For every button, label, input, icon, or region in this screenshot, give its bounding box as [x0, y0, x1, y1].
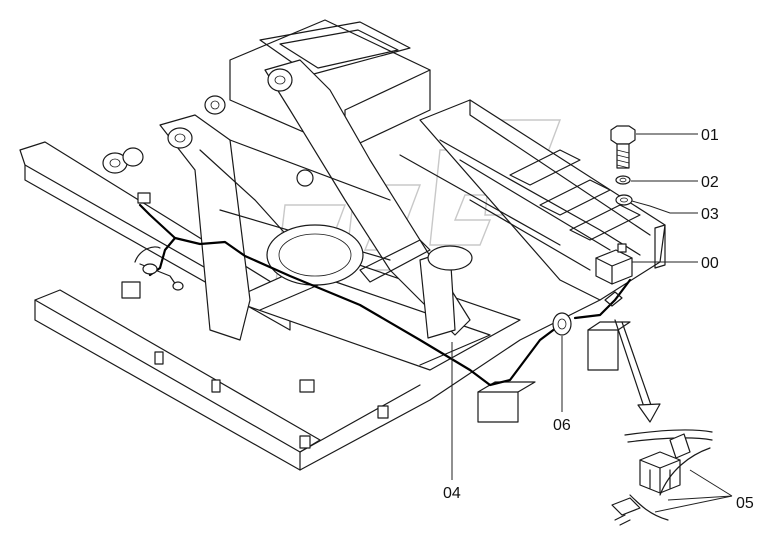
callout-06: 06 [553, 417, 571, 434]
washer-2 [615, 194, 633, 206]
callout-00: 00 [701, 255, 719, 272]
detail-view [611, 429, 713, 526]
callout-01: 01 [701, 127, 719, 144]
wire-harness [121, 203, 632, 387]
grommet [552, 312, 572, 336]
leader-lines [451, 133, 733, 513]
detail-arrow [614, 319, 661, 423]
callout-02: 02 [701, 174, 719, 191]
callout-03: 03 [701, 206, 719, 223]
callout-05: 05 [736, 495, 754, 512]
bolt [610, 125, 636, 169]
washer [615, 175, 631, 185]
frame [19, 19, 666, 471]
callout-labels: 01 02 03 00 04 06 05 [443, 127, 754, 512]
sensor-assembly [595, 243, 633, 307]
callout-04: 04 [443, 485, 461, 502]
